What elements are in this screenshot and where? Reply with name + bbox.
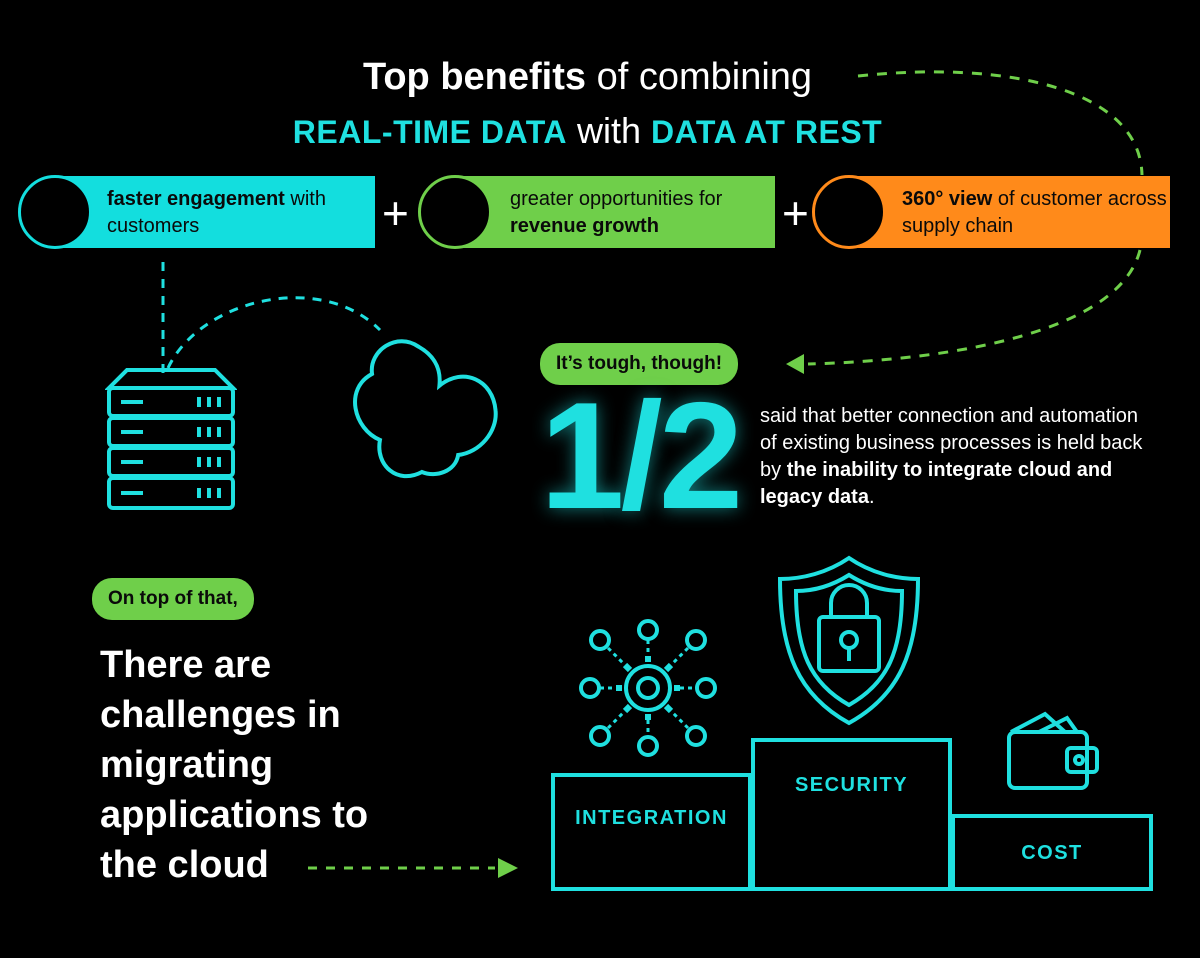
number-badge-1: 1	[18, 175, 92, 249]
title-atrest: DATA AT REST	[651, 114, 883, 150]
challenge-heading: There are challenges in migrating applic…	[100, 644, 369, 886]
number-badge-2: 2	[418, 175, 492, 249]
title-line-2: REAL-TIME DATA with DATA AT REST	[0, 110, 1175, 152]
benefit-1-rest: with customers	[107, 188, 326, 237]
number-badge-3: 3	[812, 175, 886, 249]
benefit-3-bold: 360° view	[902, 188, 993, 210]
plus-sign-1: +	[382, 187, 409, 239]
on-top-pill: On top of that,	[92, 578, 254, 620]
arrow-head-right	[498, 858, 518, 878]
podium-integration: INTEGRATION	[551, 773, 752, 891]
stat-bold: the inability to integrate cloud and leg…	[760, 459, 1113, 508]
podium-security: SECURITY	[751, 738, 952, 891]
stat-end: .	[868, 486, 875, 508]
number-2: 2	[437, 177, 474, 248]
stat-value: 1/2	[540, 371, 743, 541]
benefit-box-2: greater opportunities for revenue growth	[450, 176, 775, 248]
stat-description: said that better connection and automati…	[760, 403, 1160, 511]
title-with: with	[567, 110, 652, 151]
stat-text: said that better connection and automati…	[760, 405, 1143, 481]
benefit-box-1: faster engagement with customers	[55, 176, 375, 248]
number-1: 1	[37, 177, 74, 248]
podium-cost: COST	[951, 814, 1153, 891]
podium-security-label: SECURITY	[794, 774, 909, 796]
shield-lock-icon	[777, 555, 921, 726]
server-icon	[105, 368, 237, 510]
wallet-icon	[1007, 711, 1099, 790]
title-realtime: REAL-TIME DATA	[292, 114, 568, 150]
tough-pill: It’s tough, though!	[540, 343, 739, 385]
network-gear-icon	[579, 619, 717, 757]
cloud-icon	[353, 339, 498, 479]
plus-sign-2: +	[782, 187, 809, 239]
podium-integration-label: INTEGRATION	[575, 807, 728, 829]
benefit-1-bold: faster engagement	[107, 188, 285, 210]
title-line-1: Top benefits of combining	[0, 56, 1175, 99]
number-3: 3	[831, 177, 868, 248]
benefit-2-bold: revenue growth	[510, 215, 659, 237]
benefit-3-rest: of customer across supply chain	[902, 188, 1167, 237]
benefit-box-3: 360° view of customer across supply chai…	[850, 176, 1170, 248]
benefit-2-lead: greater opportunities for	[510, 188, 723, 210]
title-bold: Top benefits	[362, 56, 587, 98]
podium-cost-label: COST	[1021, 842, 1083, 864]
arrow-head-left	[786, 354, 804, 374]
title-rest: of combining	[586, 56, 813, 98]
